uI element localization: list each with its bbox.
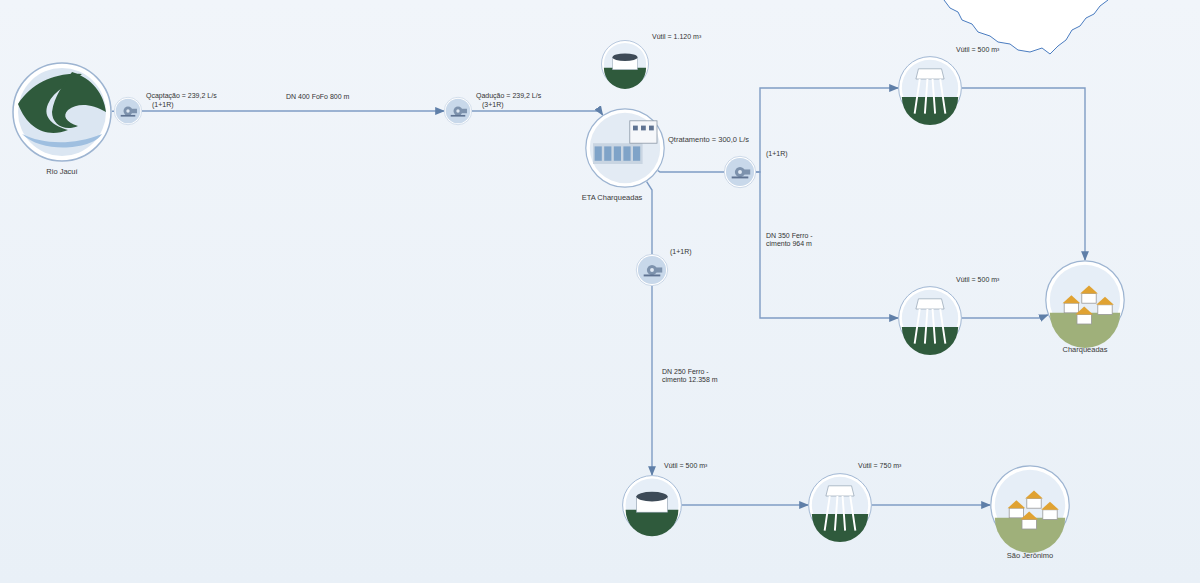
tower-icon	[898, 286, 962, 350]
eta-node: Qtratamento = 300,0 L/sETA Charqueadas	[585, 108, 665, 188]
spec-label: Qtratamento = 300,0 L/s	[668, 136, 749, 145]
tower-icon	[808, 473, 872, 537]
spec-label: Vútil = 500 m³	[956, 46, 999, 54]
place-label: ETA Charqueadas	[582, 194, 643, 203]
place-label: São Jerônimo	[1007, 552, 1053, 561]
pump-icon	[636, 254, 668, 286]
pipe-label: DN 250 Ferro - cimento 12.358 m	[662, 368, 724, 385]
pump-node: Qcaptação = 239,2 L/s(1+1R)	[114, 97, 142, 125]
pump-node: Qadução = 239,2 L/s(3+1R)	[444, 97, 472, 125]
pipe-line	[962, 315, 1048, 318]
pipe-line	[872, 504, 990, 505]
reservoir-node: Vútil = 500 m³	[622, 475, 682, 535]
houses-icon	[1045, 260, 1125, 340]
spec-label: Qcaptação = 239,2 L/s	[146, 92, 217, 100]
spec-label: (3+1R)	[482, 101, 504, 109]
spec-label: (1+1R)	[766, 150, 788, 158]
houses-icon	[990, 465, 1070, 545]
spec-label: (1+1R)	[152, 101, 174, 109]
place-label: Rio Jacuí	[46, 168, 77, 177]
houses-node: Charqueadas	[1045, 260, 1125, 340]
pipe-line	[682, 504, 808, 505]
river-icon	[12, 62, 112, 162]
tower-icon	[898, 56, 962, 120]
spec-label: (1+1R)	[670, 248, 692, 256]
pump-icon	[114, 97, 142, 125]
river-node: Rio Jacuí	[12, 62, 112, 162]
reservoir-icon	[622, 475, 682, 535]
pipe-label: DN 350 Ferro - cimento 964 m	[766, 232, 826, 249]
pipe-label: DN 400 FoFo 800 m	[286, 93, 356, 101]
spec-label: Vútil = 1.120 m³	[652, 33, 701, 41]
tower-node: Vútil = 500 m³	[898, 286, 962, 350]
pipe-line	[647, 182, 652, 254]
houses-node: São Jerônimo	[990, 465, 1070, 545]
pipe-line	[142, 110, 444, 111]
tower-node: Vútil = 500 m³	[898, 56, 962, 120]
spec-label: Vútil = 500 m³	[664, 462, 707, 470]
eta-icon	[585, 108, 665, 188]
pump-node: (1+1R)	[724, 156, 756, 188]
map-outline	[944, 0, 1108, 54]
pipe-line	[112, 111, 114, 112]
reservoir-icon	[601, 40, 649, 88]
spec-label: Vútil = 500 m³	[956, 276, 999, 284]
pipe-line	[658, 171, 724, 172]
pipe-line	[472, 111, 603, 115]
pump-icon	[724, 156, 756, 188]
spec-label: Vútil = 750 m³	[858, 462, 901, 470]
pipe-line	[962, 88, 1085, 260]
pipe-line	[651, 286, 652, 475]
tower-node: Vútil = 750 m³	[808, 473, 872, 537]
spec-label: Qadução = 239,2 L/s	[476, 92, 541, 100]
pipe-line	[756, 172, 898, 318]
reservoir-node: Vútil = 1.120 m³	[601, 40, 649, 88]
pump-node: (1+1R)	[636, 254, 668, 286]
pipe-line	[756, 88, 898, 172]
place-label: Charqueadas	[1062, 346, 1107, 355]
pump-icon	[444, 97, 472, 125]
